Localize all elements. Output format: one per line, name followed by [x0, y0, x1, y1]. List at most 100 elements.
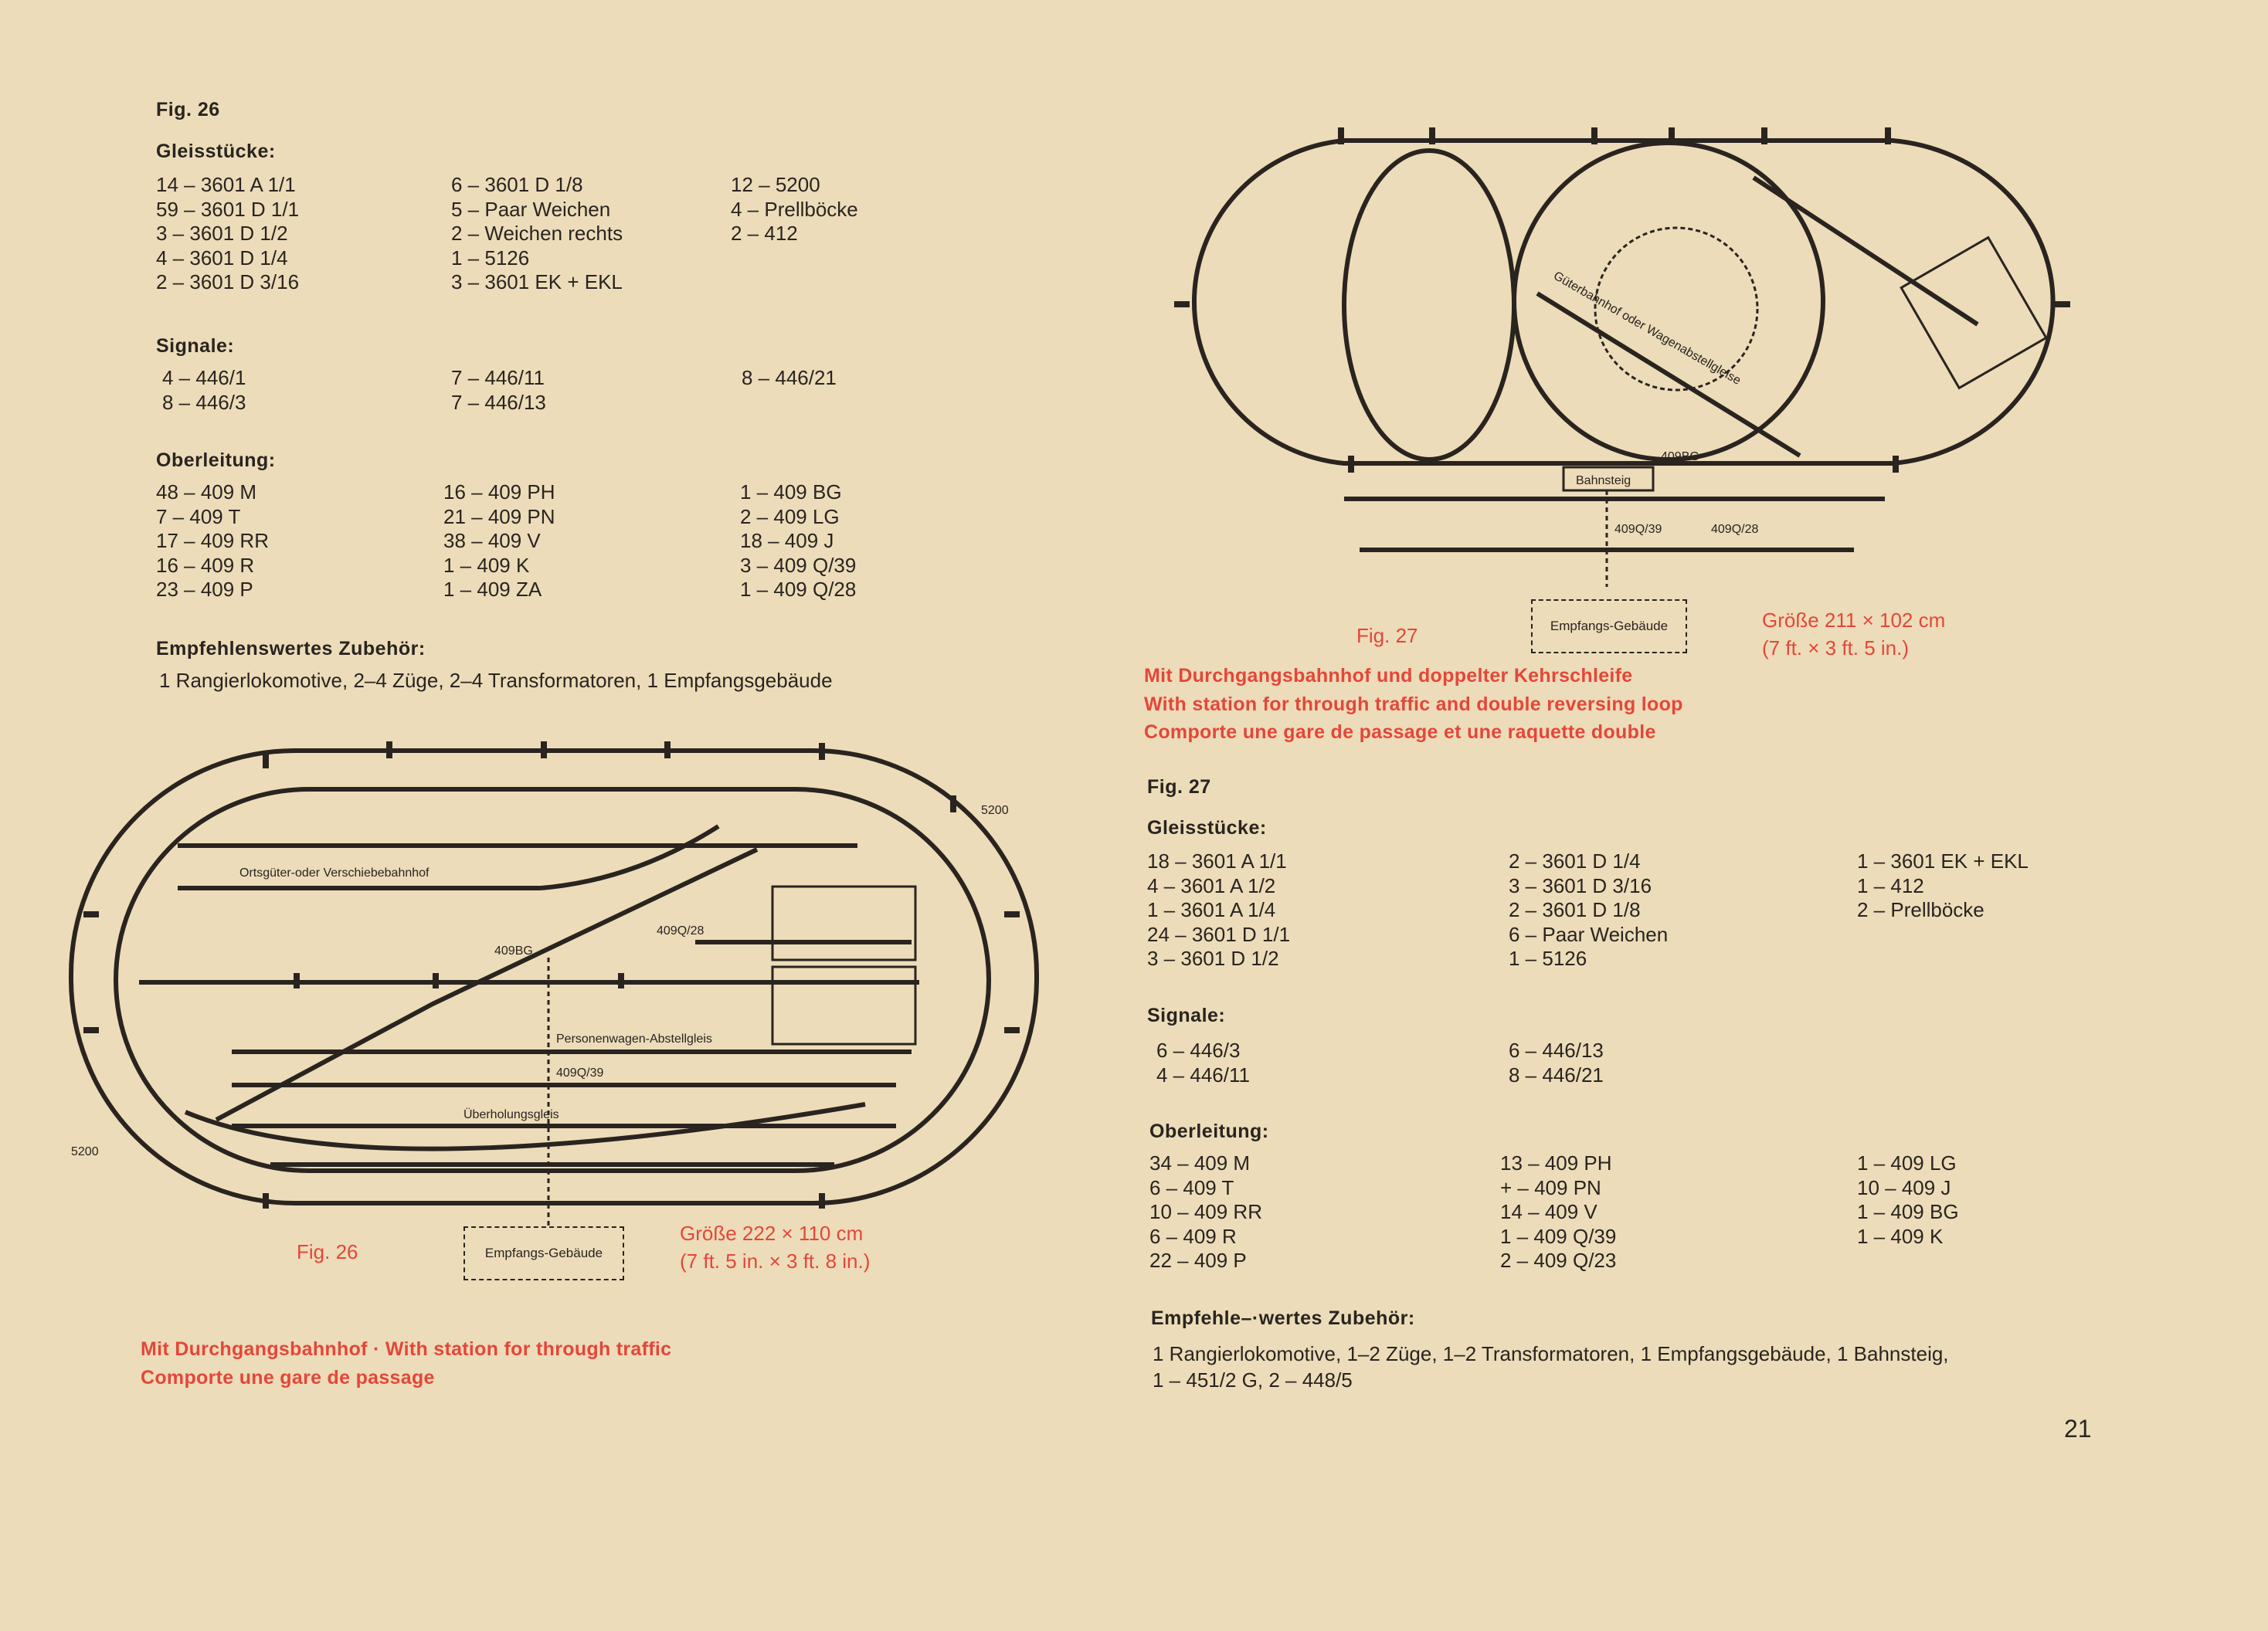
- right-reversing-loop: [1512, 141, 1825, 462]
- bg-label: 409BG: [494, 944, 533, 958]
- diagonal-crossover: [215, 847, 759, 1122]
- list-item: 2 – 412: [731, 222, 798, 245]
- fig27-zubehoer-line1: 1 Rangierlokomotive, 1–2 Züge, 1–2 Trans…: [1153, 1342, 1949, 1365]
- fig26-station-building: Empfangs-Gebäude: [463, 1226, 624, 1280]
- list-item: 2 – Weichen rechts: [451, 222, 623, 245]
- fig27-oberleitung-heading: Oberleitung:: [1149, 1121, 1269, 1142]
- list-item: 2 – Prellböcke: [1857, 898, 1984, 921]
- list-item: 59 – 3601 D 1/1: [156, 197, 300, 221]
- fig27-signale-heading: Signale:: [1147, 1005, 1226, 1026]
- fig27-size-imperial: (7 ft. × 3 ft. 5 in.): [1762, 636, 1910, 660]
- q39-label-27: 409Q/39: [1614, 523, 1662, 536]
- outer-double-loop-track: [1191, 138, 2056, 466]
- fig26-signale-heading: Signale:: [156, 335, 235, 357]
- fig26-zubehoer-text: 1 Rangierlokomotive, 2–4 Züge, 2–4 Trans…: [159, 669, 833, 692]
- fig27-caption-line2: With station for through traffic and dou…: [1144, 693, 1683, 715]
- list-item: 1 – 5126: [1509, 947, 1587, 970]
- track-5200-label-a: 5200: [981, 804, 1009, 817]
- list-item: 4 – 446/1: [162, 366, 246, 389]
- passing-track-label: Überholungsgleis: [463, 1107, 559, 1121]
- list-item: 8 – 446/21: [742, 366, 837, 389]
- q28-label: 409Q/28: [657, 924, 704, 938]
- mast-markers-27: [1174, 127, 2070, 473]
- list-item: 6 – 409 T: [1149, 1175, 1234, 1199]
- list-item: 3 – 3601 D 3/16: [1509, 873, 1652, 897]
- list-item: 16 – 409 PH: [443, 480, 555, 504]
- fig26-size-imperial: (7 ft. 5 in. × 3 ft. 8 in.): [680, 1250, 871, 1273]
- list-item: 2 – 3601 D 3/16: [156, 270, 300, 293]
- crane-radius: [1594, 226, 1759, 392]
- fig26-caption-line2: Comporte une gare de passage: [141, 1367, 435, 1389]
- list-item: 16 – 409 R: [156, 553, 255, 577]
- list-item: 6 – 446/13: [1509, 1039, 1604, 1062]
- inner-loop-track: [114, 787, 991, 1173]
- list-item: 8 – 446/21: [1509, 1063, 1604, 1087]
- list-item: 1 – 409 ZA: [443, 578, 542, 601]
- fig27-zubehoer-line2: 1 – 451/2 G, 2 – 448/5: [1153, 1368, 1353, 1392]
- list-item: 1 – 409 BG: [1857, 1200, 1959, 1223]
- fig26-oberleitung-heading: Oberleitung:: [156, 449, 276, 471]
- list-item: 17 – 409 RR: [156, 529, 269, 552]
- list-item: 18 – 409 J: [740, 529, 834, 552]
- list-item: 12 – 5200: [731, 173, 820, 196]
- fig26-size: Größe 222 × 110 cm: [680, 1222, 864, 1245]
- list-item: 3 – 3601 D 1/2: [156, 222, 288, 245]
- list-item: 48 – 409 M: [156, 480, 257, 504]
- station-building-label: Empfangs-Gebäude: [1550, 619, 1669, 633]
- list-item: 18 – 3601 A 1/1: [1147, 849, 1287, 873]
- list-item: 23 – 409 P: [156, 578, 253, 601]
- list-item: 6 – 446/3: [1156, 1039, 1241, 1062]
- list-item: 22 – 409 P: [1149, 1249, 1247, 1272]
- q39-label: 409Q/39: [556, 1066, 603, 1080]
- fig26-zubehoer-heading: Empfehlenswertes Zubehör:: [156, 638, 426, 660]
- page-number: 21: [2064, 1415, 2092, 1443]
- q28-label-27: 409Q/28: [1711, 523, 1758, 536]
- station-building-label: Empfangs-Gebäude: [484, 1246, 603, 1260]
- list-item: 4 – 446/11: [1156, 1063, 1250, 1087]
- platform-shed-2: [771, 965, 917, 1046]
- list-item: 1 – 3601 EK + EKL: [1857, 849, 2029, 873]
- list-item: 6 – 409 R: [1149, 1224, 1237, 1248]
- track-5200-label-b: 5200: [71, 1145, 99, 1158]
- list-item: 1 – 409 Q/28: [740, 578, 857, 601]
- list-item: 24 – 3601 D 1/1: [1147, 922, 1291, 946]
- yard-switch: [540, 824, 720, 890]
- list-item: 1 – 409 K: [1857, 1224, 1944, 1248]
- fig26-caption-line1: Mit Durchgangsbahnhof · With station for…: [141, 1338, 672, 1360]
- list-item: 3 – 3601 D 1/2: [1147, 947, 1279, 970]
- list-item: 14 – 409 V: [1500, 1200, 1597, 1223]
- list-item: 2 – 409 LG: [740, 504, 840, 528]
- coach-siding-label: Personenwagen-Abstellgleis: [556, 1033, 712, 1046]
- list-item: 1 – 409 LG: [1857, 1151, 1957, 1175]
- list-item: 2 – 3601 D 1/4: [1509, 849, 1641, 873]
- list-item: 2 – 409 Q/23: [1500, 1249, 1617, 1272]
- list-item: 7 – 446/11: [451, 366, 545, 389]
- list-item: 13 – 409 PH: [1500, 1151, 1612, 1175]
- lower-crossover: [184, 1102, 866, 1151]
- list-item: 38 – 409 V: [443, 529, 541, 552]
- fig26-label: Fig. 26: [156, 99, 220, 120]
- list-item: 6 – 3601 D 1/8: [451, 173, 583, 196]
- list-item: 6 – Paar Weichen: [1509, 922, 1669, 946]
- list-item: 1 – 409 BG: [740, 480, 842, 504]
- platform-label: Bahnsteig: [1576, 474, 1631, 487]
- goods-yard-label: Güterbahnhof oder Wagenabstellgleise: [1551, 270, 1743, 388]
- fig27-caption-line3: Comporte une gare de passage et une raqu…: [1144, 721, 1656, 743]
- list-item: 10 – 409 J: [1857, 1175, 1951, 1199]
- fig26-diagram-label: Fig. 26: [297, 1240, 358, 1263]
- left-reversing-loop: [1342, 148, 1516, 462]
- fig27-size: Größe 211 × 102 cm: [1762, 609, 1946, 632]
- platform-shed-1: [771, 885, 917, 961]
- list-item: 21 – 409 PN: [443, 504, 555, 528]
- list-item: 2 – 3601 D 1/8: [1509, 898, 1641, 921]
- fig26-gleisstuecke-heading: Gleisstücke:: [156, 141, 276, 162]
